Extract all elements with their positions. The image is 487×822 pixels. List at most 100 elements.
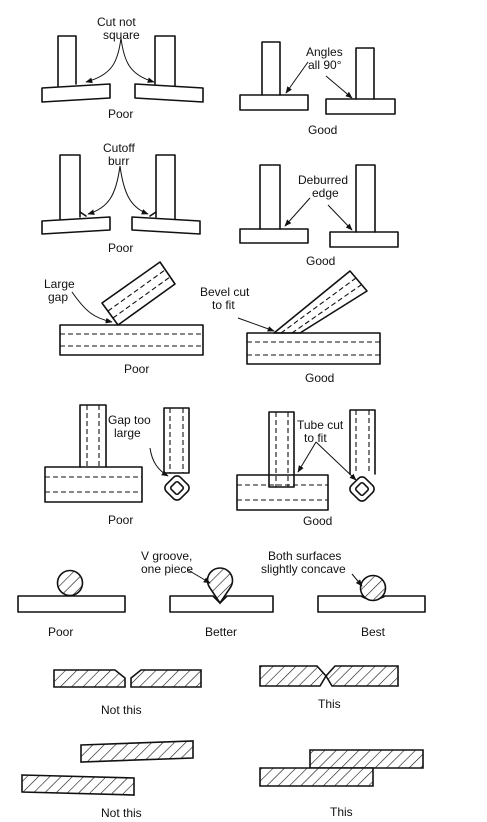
panel7-not-this: Not this xyxy=(21,740,194,820)
panel3-poor: Large gap Poor xyxy=(44,261,204,376)
panel1-poor: Cut not square Poor xyxy=(41,15,204,121)
caption-poor: Poor xyxy=(108,241,133,255)
caption-this: This xyxy=(330,805,353,819)
panel6-not-this: Not this xyxy=(53,669,202,717)
note-both-surfaces-l2: slightly concave xyxy=(261,562,346,576)
panel2-poor: Cutoff burr Poor xyxy=(41,141,201,255)
leader-gap xyxy=(71,291,113,324)
left-vertical-tube-bore xyxy=(275,412,289,487)
panel6-this: This xyxy=(259,665,399,711)
round-bar xyxy=(359,574,387,602)
horizontal-tube xyxy=(59,324,204,356)
caption-good: Good xyxy=(303,514,332,528)
left-vertical-tube xyxy=(268,411,295,488)
right-plate-beveled xyxy=(130,669,202,688)
right-upright-bar xyxy=(155,154,176,220)
left-base-bar xyxy=(41,216,111,235)
flat-bar-with-v-groove xyxy=(169,595,274,613)
angled-tube-bore xyxy=(107,269,171,319)
right-base-bar xyxy=(325,98,396,115)
caption-poor: Poor xyxy=(48,625,73,639)
note-cut-not-square-l1: Cut not xyxy=(97,15,136,29)
horizontal-tube xyxy=(44,466,143,503)
note-cut-not-square-l2: square xyxy=(103,28,140,42)
square-tube-inner xyxy=(169,480,185,496)
angled-tube-bore xyxy=(280,277,362,334)
leader-bevel xyxy=(237,317,275,332)
left-upright-bar xyxy=(59,154,81,220)
leader-right xyxy=(327,204,353,231)
left-base-bar xyxy=(239,228,309,244)
left-base-bar xyxy=(239,94,309,111)
caption-good: Good xyxy=(306,254,335,268)
right-vertical-tube xyxy=(163,407,190,474)
leader-right xyxy=(315,441,357,481)
left-upright-bar xyxy=(57,35,77,87)
angled-tube xyxy=(273,270,368,334)
caption-poor: Poor xyxy=(124,362,149,376)
right-vertical-tube-bore xyxy=(355,410,370,474)
note-cutoff-l1: Cutoff xyxy=(103,141,135,155)
leader-left xyxy=(85,37,122,84)
leader-left xyxy=(297,441,317,473)
note-angles-l1: Angles xyxy=(306,45,343,59)
caption-good: Good xyxy=(305,371,334,385)
upper-plate-offset xyxy=(80,740,194,763)
square-tube-outer xyxy=(349,476,375,502)
caption-poor: Poor xyxy=(108,513,133,527)
note-large-gap-l1: Large xyxy=(44,277,75,291)
left-vertical-tube xyxy=(79,404,107,468)
note-cutoff-l2: burr xyxy=(108,154,129,168)
panel4-poor: Gap too large Poor xyxy=(44,404,190,527)
leader-v-groove xyxy=(187,569,211,584)
leader-left xyxy=(87,165,121,215)
note-v-groove-l1: V groove, xyxy=(141,549,192,563)
lower-plate xyxy=(259,767,374,787)
right-base-bar xyxy=(134,83,204,103)
panel3-good: Bevel cut to fit Good xyxy=(200,270,381,385)
note-gap-too-large-l1: Gap too xyxy=(108,413,151,427)
note-tube-cut-l1: Tube cut xyxy=(297,418,344,432)
leader-right xyxy=(120,37,155,83)
right-vertical-tube-bore xyxy=(169,408,184,473)
leader-gap xyxy=(149,447,169,477)
horizontal-tube-bore xyxy=(247,341,380,356)
panel1-good: Angles all 90° Good xyxy=(239,41,396,137)
note-bevel-l2: to fit xyxy=(212,298,235,312)
caption-good: Good xyxy=(308,123,337,137)
caption-this: This xyxy=(318,697,341,711)
right-upright-bar xyxy=(355,164,376,233)
upper-plate xyxy=(309,749,424,769)
left-burr xyxy=(79,211,87,217)
left-plate xyxy=(259,665,327,687)
note-large-gap-l2: gap xyxy=(48,290,68,304)
note-tube-cut-l2: to fit xyxy=(304,431,327,445)
panel5-best: Both surfaces slightly concave Best xyxy=(261,549,426,639)
note-both-surfaces-l1: Both surfaces xyxy=(268,549,341,563)
note-v-groove-l2: one piece xyxy=(141,562,193,576)
right-burr xyxy=(149,211,157,217)
leader-right xyxy=(325,75,353,99)
leader-concave xyxy=(351,573,363,587)
right-base-bar xyxy=(131,216,201,235)
caption-better: Better xyxy=(205,625,237,639)
square-tube-outer xyxy=(164,475,190,501)
square-tube-inner xyxy=(354,481,370,497)
caption-poor: Poor xyxy=(108,107,133,121)
right-vertical-tube xyxy=(349,409,376,475)
note-deburred-l2: edge xyxy=(312,186,339,200)
note-gap-too-large-l2: large xyxy=(114,426,141,440)
left-upright-bar xyxy=(259,164,281,230)
horizontal-tube-bore xyxy=(237,484,328,501)
panel7-this: This xyxy=(259,749,424,819)
horizontal-tube-bore xyxy=(60,333,203,347)
horizontal-tube xyxy=(246,332,381,365)
panel5-better: V groove, one piece Better xyxy=(141,549,274,639)
right-upright-bar xyxy=(154,35,176,87)
horizontal-tube xyxy=(236,474,329,511)
leader-right xyxy=(119,165,149,215)
note-angles-l2: all 90° xyxy=(308,58,342,72)
angled-tube xyxy=(101,261,176,326)
leader-left xyxy=(285,61,309,94)
